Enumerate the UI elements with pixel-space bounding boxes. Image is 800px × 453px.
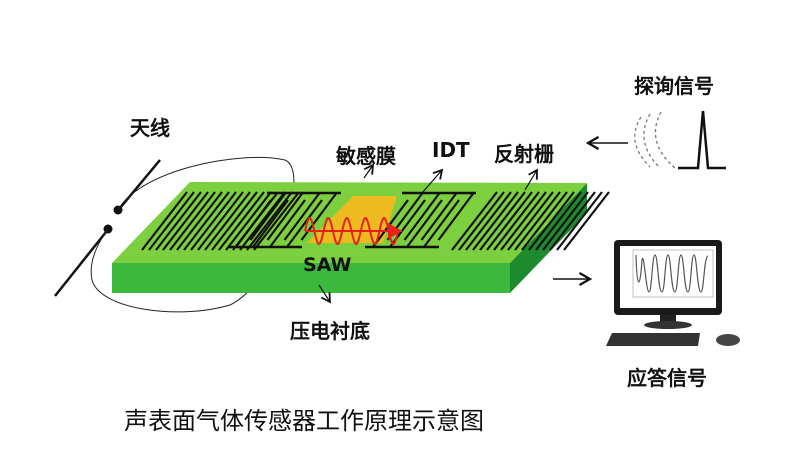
reflector-finger xyxy=(479,191,526,251)
reflector-finger xyxy=(549,191,596,251)
reflector-finger xyxy=(493,191,540,251)
sensing-film-label: 敏感膜 xyxy=(336,144,396,168)
idt-finger xyxy=(283,192,321,241)
reflector-finger xyxy=(507,191,554,251)
idt-pointer-arrow xyxy=(421,168,444,194)
saw-label: SAW xyxy=(303,254,352,276)
response-signal-label: 应答信号 xyxy=(627,366,707,390)
caption: 声表面气体传感器工作原理示意图 xyxy=(124,407,484,435)
reflector-finger xyxy=(556,191,603,251)
reflector-finger xyxy=(211,191,258,251)
reflector-finger xyxy=(253,191,300,251)
reflector-finger xyxy=(239,191,286,251)
idt-finger xyxy=(252,199,289,248)
idt-finger xyxy=(266,192,304,241)
reflector-label: 反射栅 xyxy=(494,142,554,166)
antenna-label: 天线 xyxy=(130,116,170,140)
substrate-label: 压电衬底 xyxy=(290,319,370,343)
idt-finger xyxy=(286,199,323,248)
idt-finger xyxy=(403,192,441,241)
idt-finger xyxy=(300,192,338,241)
reflector-finger xyxy=(514,191,561,251)
reflector-finger xyxy=(486,191,533,251)
reflector-finger xyxy=(141,191,188,251)
reflector-finger xyxy=(204,191,251,251)
reflector-finger xyxy=(190,191,237,251)
reflector-finger xyxy=(472,191,519,251)
reflector-finger xyxy=(528,191,575,251)
reflector-finger xyxy=(521,191,568,251)
interrogation-signal-label: 探询信号 xyxy=(634,74,714,98)
idt-finger xyxy=(406,199,443,248)
reflector-finger xyxy=(155,191,202,251)
reflector-finger xyxy=(563,191,610,251)
idt-finger xyxy=(423,199,460,248)
reflector-finger xyxy=(148,191,195,251)
idt-finger xyxy=(269,199,306,248)
reflector-finger xyxy=(197,191,244,251)
computer-icon xyxy=(606,240,740,346)
reflector-finger xyxy=(169,191,216,251)
reflector-finger xyxy=(535,191,582,251)
reflector-finger xyxy=(458,191,505,251)
idt-label: IDT xyxy=(432,138,470,162)
reflector-finger xyxy=(465,191,512,251)
idt-finger xyxy=(420,192,458,241)
reflector-finger xyxy=(246,191,293,251)
reflector-finger xyxy=(542,191,589,251)
reflector-finger xyxy=(451,191,498,251)
substrate-pointer-arrow xyxy=(318,284,331,304)
radio-waves-icon xyxy=(634,111,676,169)
idt-finger xyxy=(249,192,287,241)
reflector-finger xyxy=(183,191,230,251)
reflector-finger xyxy=(162,191,209,251)
idt-finger xyxy=(437,192,475,241)
reflector-finger xyxy=(500,191,547,251)
idt-finger xyxy=(235,199,272,248)
reflector-finger xyxy=(176,191,223,251)
pulse-icon xyxy=(678,110,726,170)
reflector-finger xyxy=(225,191,272,251)
reflector-finger xyxy=(218,191,265,251)
film-pointer-arrow xyxy=(363,163,375,179)
reflector-pointer-arrow xyxy=(524,168,538,191)
